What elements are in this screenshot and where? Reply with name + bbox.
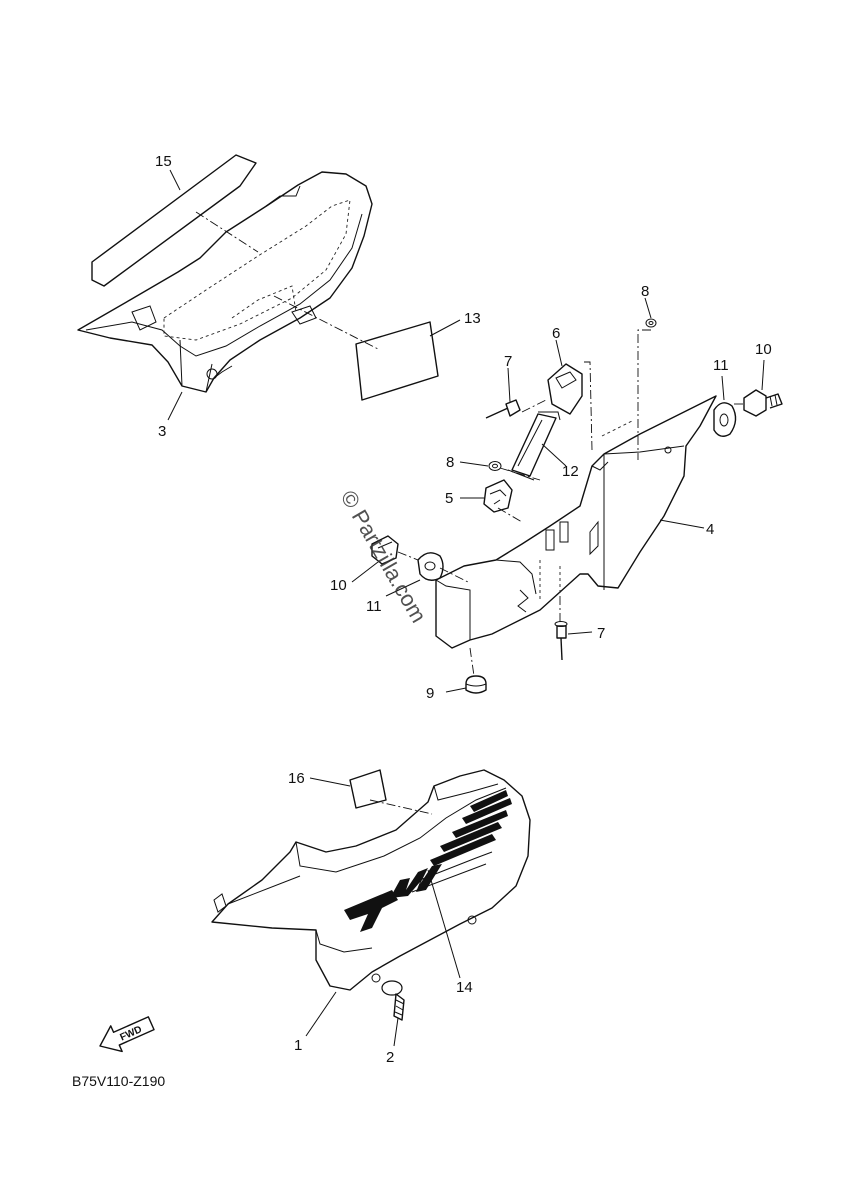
part-7-rivet-lower[interactable] (554, 621, 568, 661)
callout-5[interactable]: 5 (445, 490, 453, 507)
part-8-washer-lower[interactable] (488, 461, 502, 471)
callout-16[interactable]: 16 (288, 770, 305, 787)
part-11-grommet-right[interactable] (713, 402, 737, 437)
callout-6[interactable]: 6 (552, 325, 560, 342)
part-8-washer-upper[interactable] (645, 318, 657, 328)
leader-lines (167, 169, 765, 1047)
callout-4[interactable]: 4 (706, 521, 714, 538)
callout-1[interactable]: 1 (294, 1037, 302, 1054)
callout-7-lower[interactable]: 7 (597, 625, 605, 642)
callout-14[interactable]: 14 (456, 979, 473, 996)
callout-numbers: 15 3 13 6 7 8 11 10 8 12 5 4 10 11 7 9 1… (155, 153, 772, 1066)
callout-3[interactable]: 3 (158, 423, 166, 440)
part-2-screw[interactable] (381, 980, 405, 1021)
center-lines (195, 211, 744, 815)
part-11-grommet-left[interactable] (417, 552, 444, 581)
part-5-clip-nut[interactable] (483, 479, 513, 513)
part-9-grommet[interactable] (465, 675, 487, 694)
part-6-clip[interactable] (547, 363, 583, 415)
fwd-arrow: FWD (99, 1016, 155, 1053)
callout-10-right[interactable]: 10 (755, 341, 772, 358)
part-10-bolt-right[interactable] (743, 389, 783, 417)
callout-7-upper[interactable]: 7 (504, 353, 512, 370)
callout-2[interactable]: 2 (386, 1049, 394, 1066)
part-15-strip-decal[interactable] (91, 154, 257, 287)
diagram-code: B75V110-Z190 (72, 1073, 165, 1089)
part-7-rivet-upper[interactable] (485, 399, 521, 419)
callout-13[interactable]: 13 (464, 310, 481, 327)
watermark: © Partzilla.com (336, 486, 432, 627)
callout-11-right[interactable]: 11 (713, 357, 729, 374)
callout-12[interactable]: 12 (562, 463, 579, 480)
callout-8-lower[interactable]: 8 (446, 454, 454, 471)
part-12-band[interactable] (507, 411, 561, 481)
callout-10-left[interactable]: 10 (330, 577, 347, 594)
part-10-bolt-left[interactable] (371, 535, 399, 565)
part-13-label[interactable] (355, 321, 439, 401)
callout-11-left[interactable]: 11 (366, 598, 382, 615)
part-4-side-panel-bracket[interactable] (435, 395, 717, 649)
part-1-lower-side-cover[interactable] (211, 769, 531, 991)
callout-8-upper[interactable]: 8 (641, 283, 649, 300)
part-3-upper-side-cover[interactable] (77, 171, 373, 393)
part-16-label[interactable] (349, 769, 387, 809)
callout-9[interactable]: 9 (426, 685, 434, 702)
callout-15[interactable]: 15 (155, 153, 172, 170)
